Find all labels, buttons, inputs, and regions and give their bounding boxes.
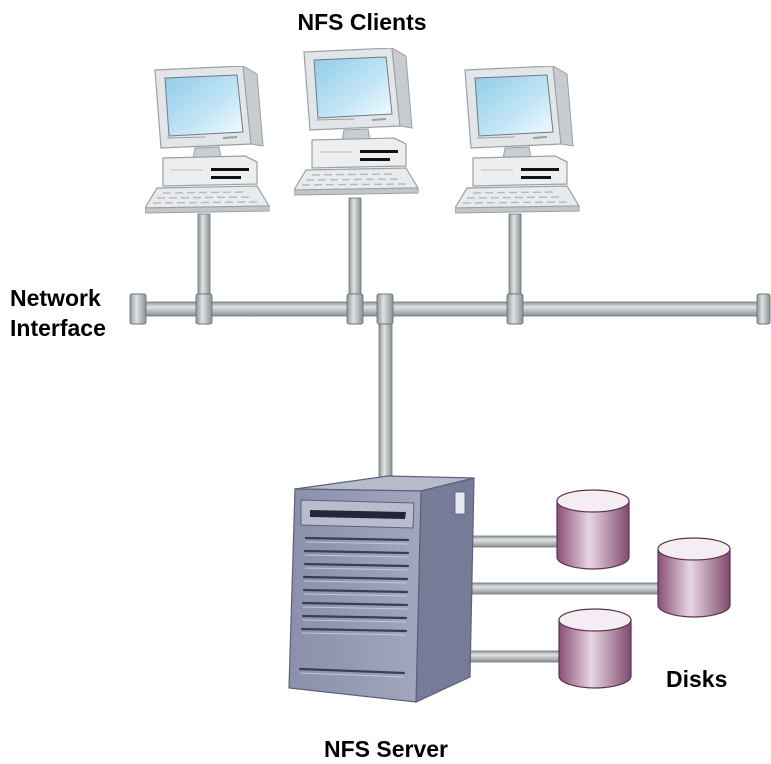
network-interface-label-line1: Network	[10, 285, 101, 311]
disk-cylinder-icon-1	[556, 489, 630, 570]
disk-connection-pipes	[441, 535, 669, 663]
network-bus	[129, 293, 771, 325]
network-interface-label-line2: Interface	[10, 315, 106, 341]
disks-label: Disks	[666, 666, 728, 692]
disk-cylinder-icon-3	[558, 608, 632, 689]
client-computer-icon-3	[455, 66, 580, 214]
clients-label: NFS Clients	[297, 9, 427, 35]
client-computer-icon-1	[145, 66, 270, 214]
client-computer-icon-2	[294, 48, 419, 196]
client-drop-pipes	[197, 197, 522, 307]
server-label: NFS Server	[323, 736, 448, 762]
disk-cylinder-icon-2	[657, 537, 731, 618]
server-tower-icon	[288, 475, 475, 703]
server-drop-pipe	[378, 315, 393, 483]
